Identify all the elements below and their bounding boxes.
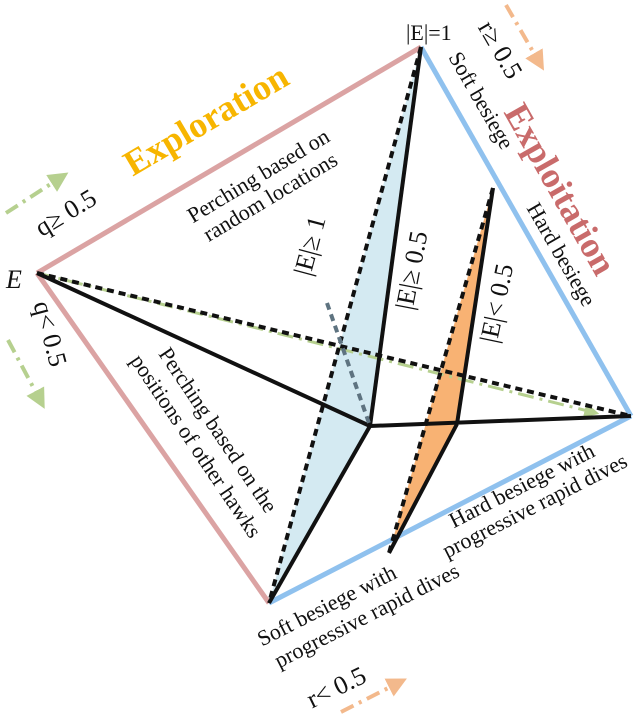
exploitation-border-bottom (267, 413, 633, 606)
orange-arrow-top (504, 3, 545, 71)
grey-dashed-line (325, 302, 372, 427)
orange-arrow-bottom (340, 678, 407, 714)
exploitation-border-top (418, 45, 634, 418)
condition-q-lt: q< 0.5 (28, 298, 73, 370)
exploration-border-bottom (34, 271, 272, 605)
condition-r-lt: r< 0.5 (302, 661, 371, 714)
dashed-lines (36, 46, 632, 604)
green-arrow-left (6, 339, 45, 409)
vertex-label-e: E (5, 265, 22, 294)
exploration-border-top (35, 44, 423, 276)
vertex-label-e-eq-1: |E|=1 (406, 20, 452, 45)
green-arrow-top (4, 172, 69, 215)
solid-lines (36, 46, 632, 604)
orange-wedge (389, 188, 493, 553)
label-e-ge-1: |E|≥ 1 (288, 213, 332, 279)
green-axis-line (36, 271, 600, 418)
